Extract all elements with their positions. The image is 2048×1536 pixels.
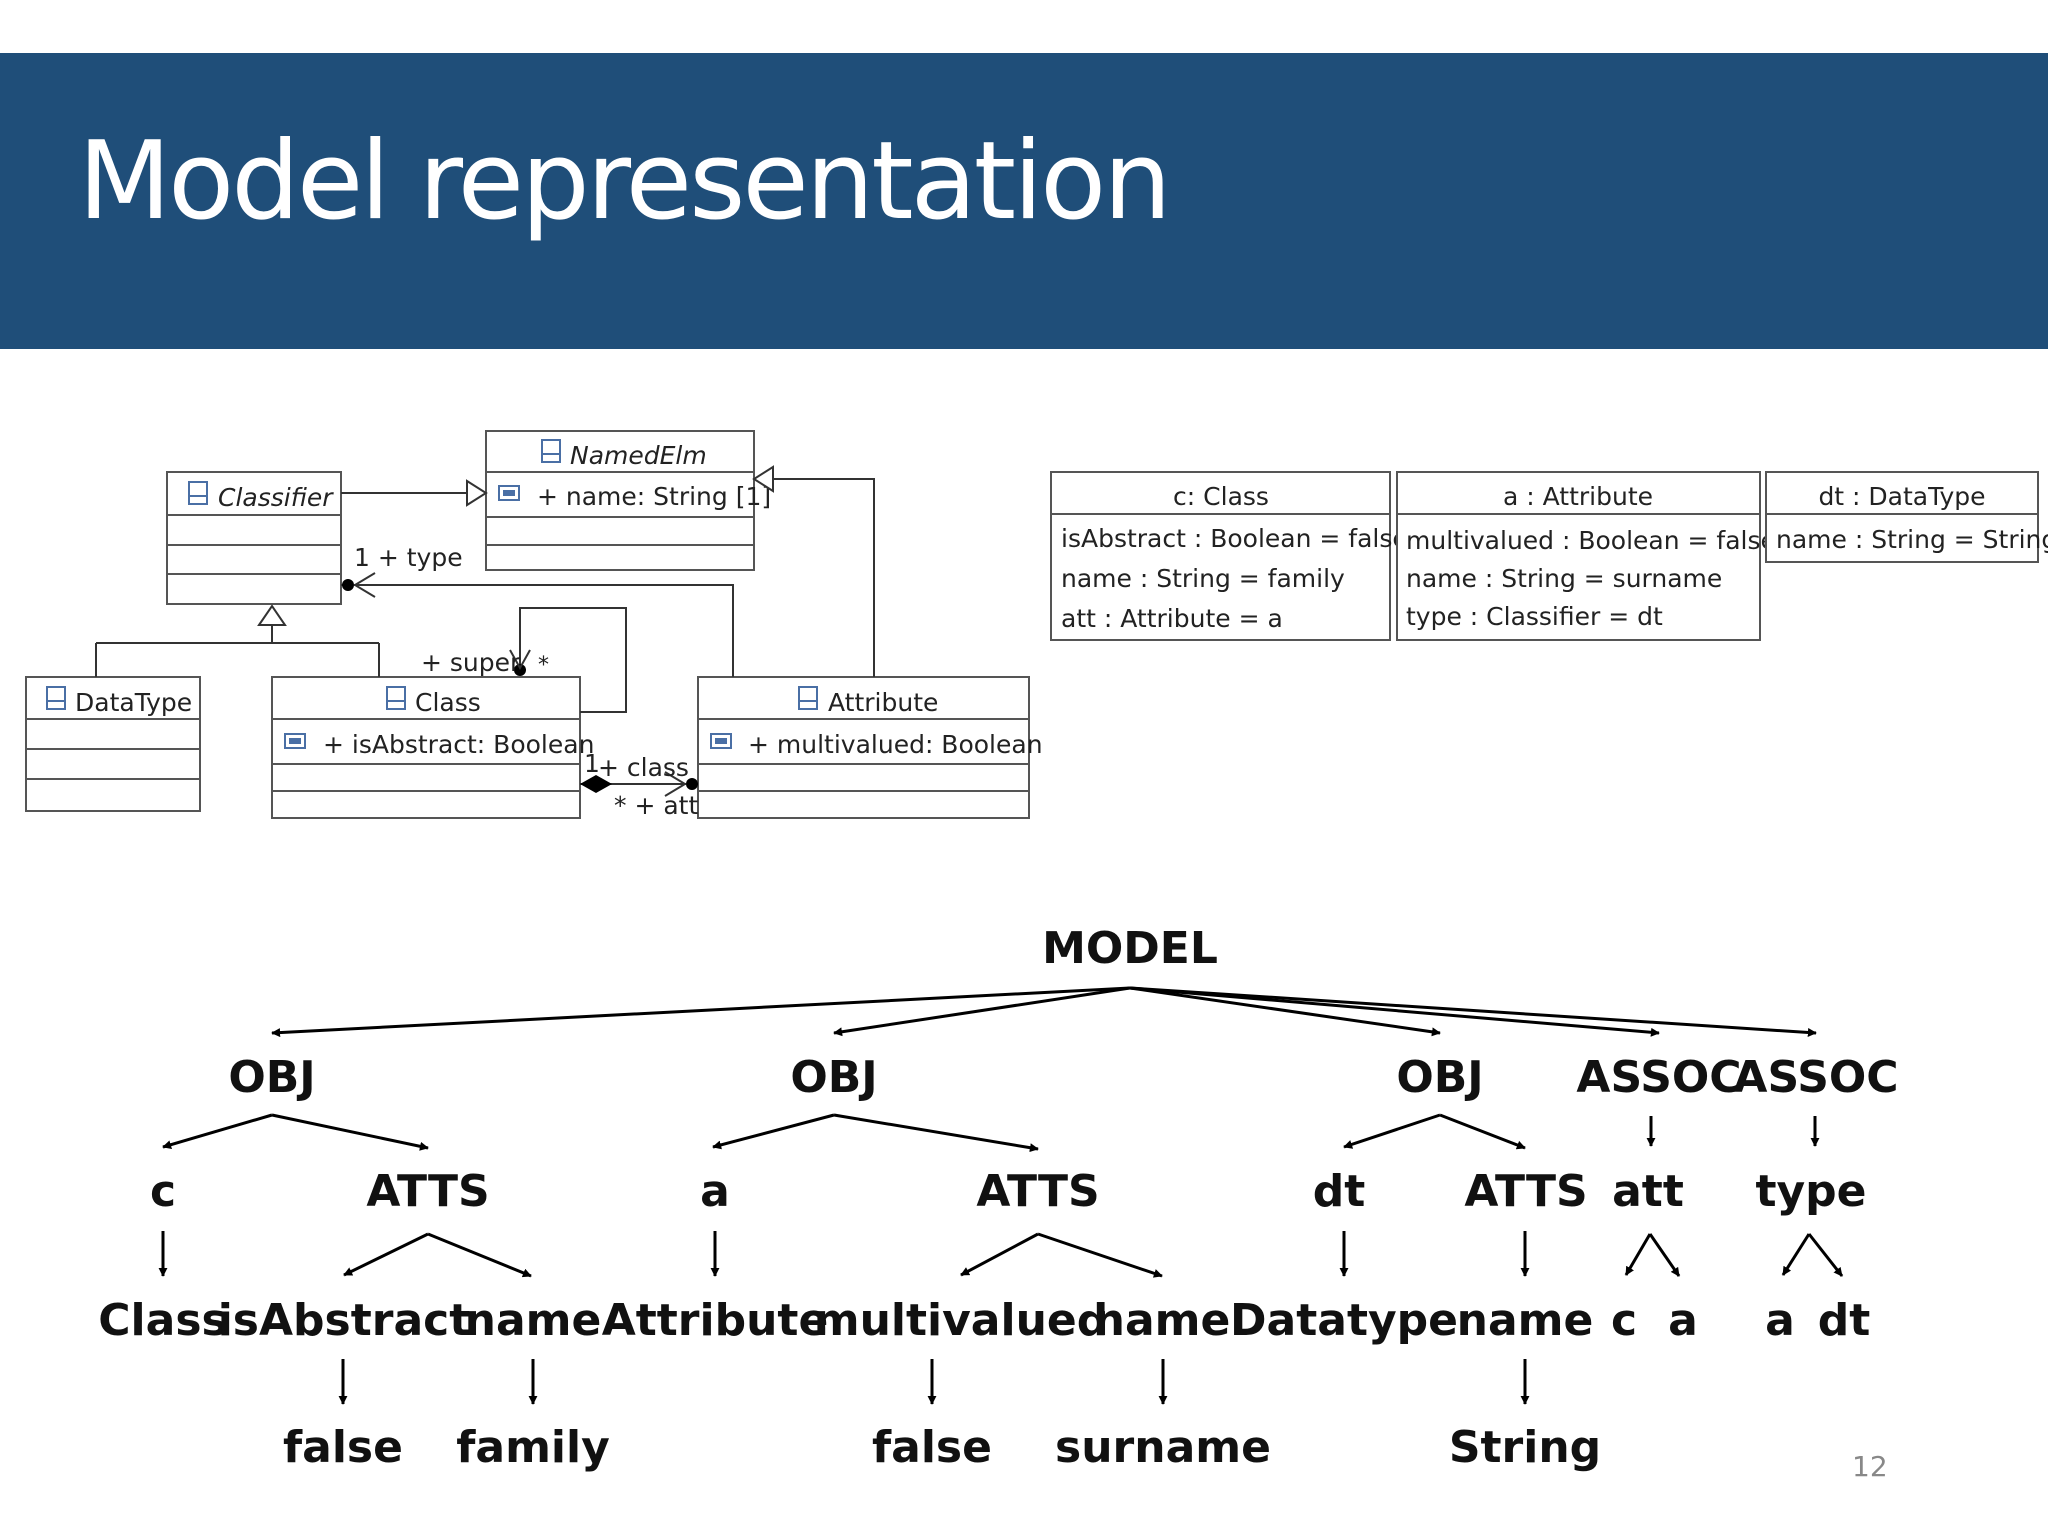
tree-node: ASSOC (1733, 1052, 1898, 1103)
tree-node-root: MODEL (1042, 923, 1218, 974)
class-icon (798, 686, 818, 710)
object-slot: name : String = String (1776, 525, 2048, 554)
tree-node: ATTS (1464, 1166, 1587, 1217)
slide-title: Model representation (78, 119, 1172, 244)
tree-node: OBJ (228, 1052, 315, 1103)
uml-class-name: NamedElm (570, 441, 707, 470)
uml-class-classifier: Classifier (166, 471, 342, 605)
object-slot: name : String = family (1061, 564, 1345, 593)
tree-node: OBJ (790, 1052, 877, 1103)
tree-node: String (1449, 1422, 1601, 1473)
tree-node: att (1612, 1166, 1684, 1217)
uml-class-datatype: DataType (25, 676, 201, 812)
object-header: c: Class (1173, 482, 1269, 511)
attribute-icon (498, 485, 520, 501)
tree-node: ASSOC (1576, 1052, 1741, 1103)
object-header: dt : DataType (1818, 482, 1985, 511)
generalization-to-classifier (95, 604, 380, 677)
tree-node: c (150, 1166, 176, 1217)
uml-class-name: Class (415, 688, 481, 717)
object-c: c: Class isAbstract : Boolean = false na… (1050, 471, 1408, 641)
tree-node: name (1457, 1295, 1594, 1346)
tree-node: false (283, 1422, 403, 1473)
tree-node: dt (1818, 1295, 1871, 1346)
tree-node: multivalued (814, 1295, 1109, 1346)
class-icon (386, 686, 406, 710)
association-label: * + att (614, 791, 698, 820)
tree-node: isAbstract (218, 1295, 471, 1346)
page-number: 12 (1852, 1450, 1888, 1483)
uml-class-namedelm: NamedElm + name: String [1] (485, 430, 771, 571)
association-label: + class (598, 753, 689, 782)
model-tree: MODEL OBJ OBJ OBJ ASSOC ASSOC c ATTS a A… (98, 923, 1898, 1473)
tree-node: Attribute (602, 1295, 829, 1346)
class-icon (541, 439, 561, 463)
tree-node: name (465, 1295, 602, 1346)
class-icon (188, 481, 208, 505)
uml-class-attribute: Attribute + multivalued: Boolean (697, 676, 1043, 819)
object-diagram: c: Class isAbstract : Boolean = false na… (1050, 471, 2048, 641)
uml-attribute: + multivalued: Boolean (748, 730, 1043, 759)
object-slot: name : String = surname (1406, 564, 1722, 593)
tree-node: Datatype (1230, 1295, 1458, 1346)
uml-class-name: Classifier (218, 483, 334, 512)
tree-node: Class (98, 1295, 227, 1346)
object-slot: att : Attribute = a (1061, 604, 1283, 633)
object-dt: dt : DataType name : String = String (1765, 471, 2048, 563)
uml-attribute: + name: String [1] (537, 482, 771, 511)
association-label: 1 + type (354, 543, 463, 572)
tree-node: a (700, 1166, 730, 1217)
tree-node: surname (1055, 1422, 1271, 1473)
tree-node: a (1765, 1295, 1795, 1346)
association-type: 1 + type (341, 543, 734, 677)
tree-node: ATTS (366, 1166, 489, 1217)
tree-node: ATTS (976, 1166, 1099, 1217)
association-multiplicity: * (538, 653, 549, 678)
association-multiplicity: 1 (584, 749, 600, 778)
tree-node: false (872, 1422, 992, 1473)
uml-class-class: Class + isAbstract: Boolean (271, 676, 594, 819)
object-slot: isAbstract : Boolean = false (1061, 524, 1408, 553)
association-composition: 1 + class * + att (580, 749, 698, 820)
attribute-icon (710, 733, 732, 749)
tree-edges (158, 986, 1844, 1405)
uml-attribute: + isAbstract: Boolean (323, 730, 594, 759)
object-slot: type : Classifier = dt (1406, 602, 1663, 631)
uml-class-name: Attribute (828, 688, 938, 717)
generalization-classifier-namedelm (341, 479, 488, 507)
uml-class-diagram: NamedElm + name: String [1] Classifier (25, 430, 1043, 820)
title-bar (0, 53, 2048, 349)
tree-node: OBJ (1396, 1052, 1483, 1103)
class-icon (46, 686, 66, 710)
tree-node: c (1611, 1295, 1637, 1346)
association-super: + super * (421, 607, 627, 713)
attribute-icon (284, 733, 306, 749)
tree-node: dt (1313, 1166, 1366, 1217)
tree-node: type (1755, 1166, 1866, 1217)
tree-node: name (1094, 1295, 1231, 1346)
tree-node: a (1668, 1295, 1698, 1346)
uml-class-name: DataType (75, 688, 192, 717)
association-label: + super (421, 648, 521, 677)
tree-node: family (456, 1422, 610, 1473)
object-slot: multivalued : Boolean = false (1406, 526, 1776, 555)
generalization-attribute-namedelm (752, 465, 875, 677)
object-a: a : Attribute multivalued : Boolean = fa… (1396, 471, 1776, 641)
object-header: a : Attribute (1503, 482, 1653, 511)
